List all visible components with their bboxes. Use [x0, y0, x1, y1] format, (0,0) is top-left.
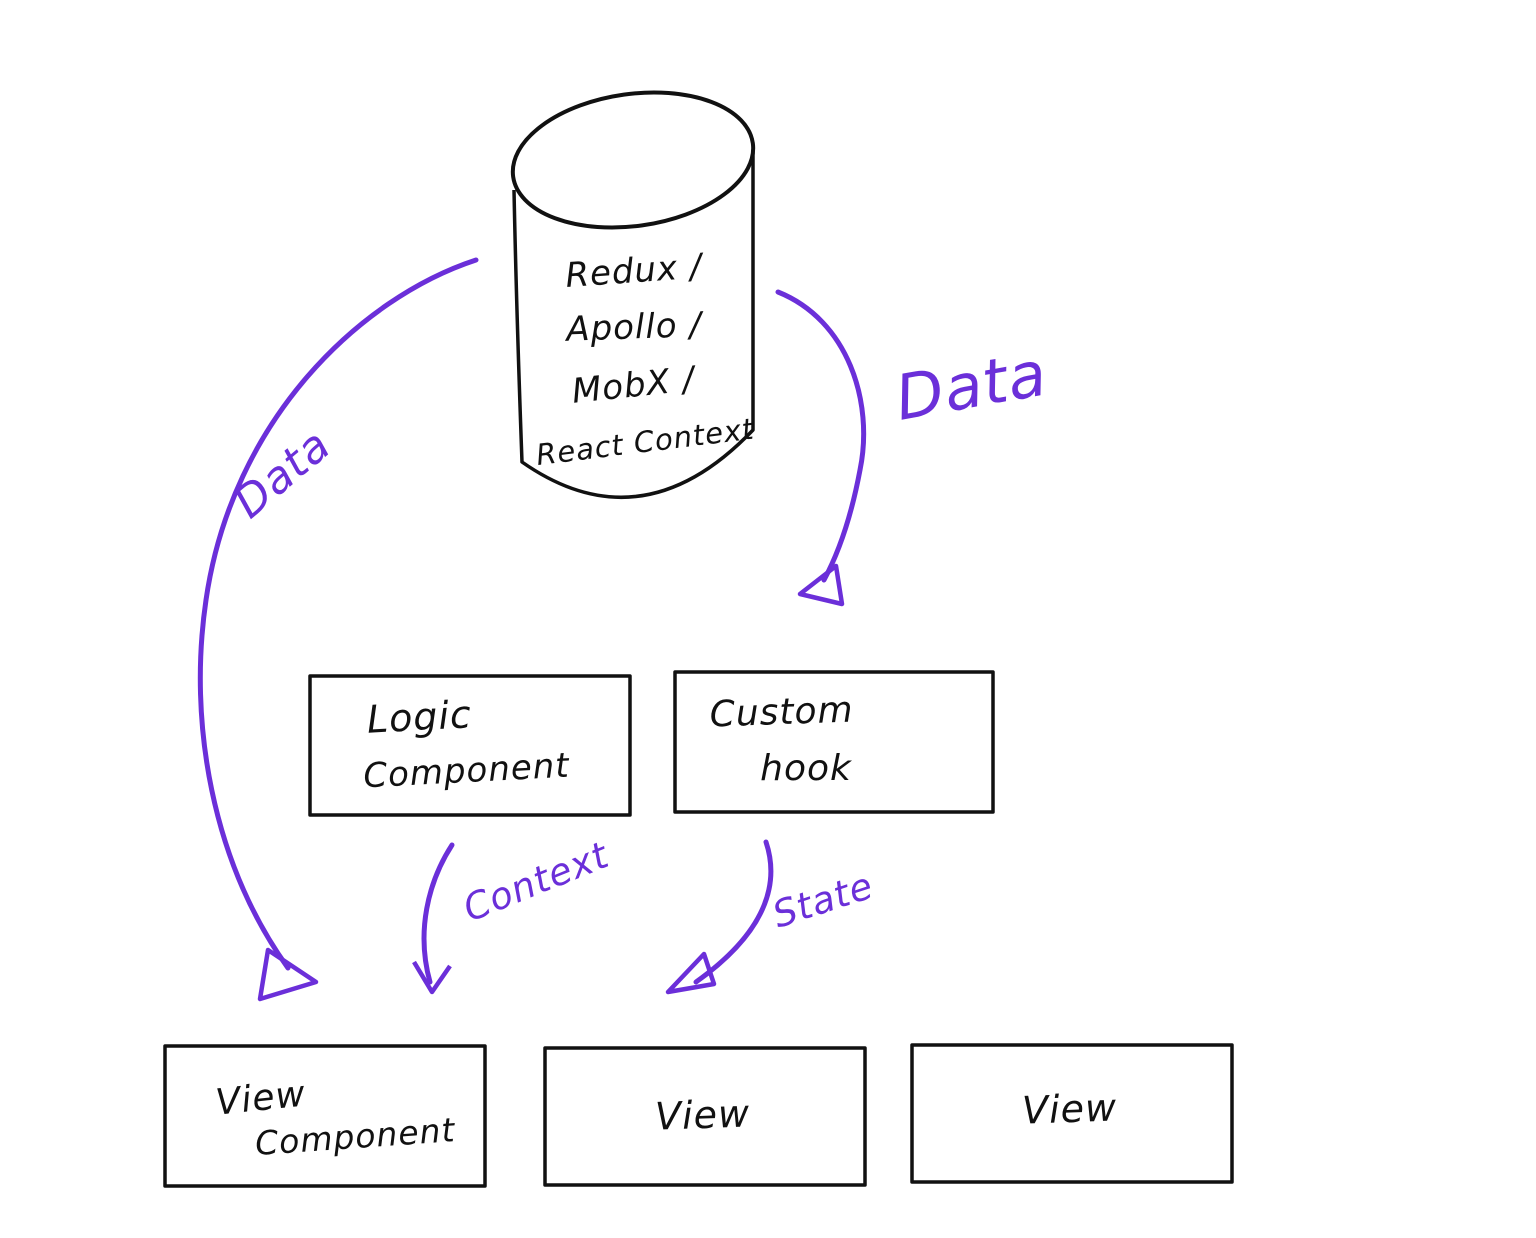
- data-arrow-right: Data: [775, 289, 1052, 607]
- logic-component-node: Logic Component: [308, 674, 632, 817]
- context-label: Context: [457, 833, 615, 930]
- state-label: State: [767, 864, 878, 937]
- state-arrow: State: [665, 839, 879, 995]
- svg-text:hook: hook: [760, 748, 853, 789]
- arrowhead-left-icon: [257, 947, 319, 1002]
- custom-hook-label: Custom hook: [709, 690, 854, 789]
- arrowhead-context-icon: [412, 960, 452, 995]
- svg-text:Redux /: Redux /: [564, 246, 706, 296]
- arrowhead-state-icon: [665, 951, 717, 995]
- data-label-right: Data: [890, 336, 1052, 434]
- svg-text:Logic: Logic: [366, 692, 473, 741]
- arrowhead-right-icon: [797, 563, 845, 607]
- view-2-label: View: [654, 1091, 750, 1138]
- data-arrow-left: Data: [197, 257, 479, 1002]
- view-component-node: View Component: [163, 1044, 487, 1188]
- view-3-label: View: [1021, 1085, 1117, 1132]
- data-label-left: Data: [224, 419, 340, 528]
- datastore-cylinder: Redux / Apollo / MobX / React Context: [510, 90, 757, 500]
- svg-text:View: View: [214, 1073, 308, 1123]
- svg-text:Apollo /: Apollo /: [564, 305, 705, 350]
- custom-hook-node: Custom hook: [673, 670, 995, 814]
- context-arrow: Context: [412, 833, 615, 995]
- svg-text:Custom: Custom: [709, 690, 854, 736]
- view-node-3: View: [910, 1043, 1234, 1184]
- view-node-2: View: [543, 1046, 867, 1187]
